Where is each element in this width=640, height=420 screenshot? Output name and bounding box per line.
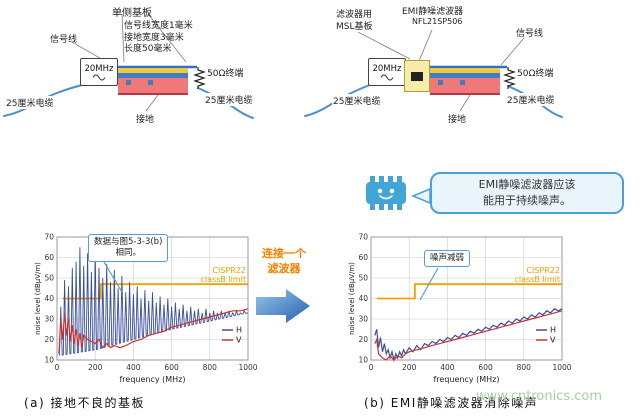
svg-text:800: 800: [517, 363, 532, 372]
sine-wave-icon: [92, 74, 106, 80]
svg-text:40: 40: [44, 294, 54, 303]
annotation-chart-b: 噪声减弱: [424, 250, 471, 268]
svg-text:20: 20: [358, 335, 368, 344]
watermark: www.cntronics.com: [476, 389, 603, 404]
oscillator-b: 20MHz: [368, 58, 406, 86]
callout-tail: [411, 187, 431, 205]
svg-text:CISPR22: CISPR22: [526, 266, 560, 275]
svg-text:60: 60: [44, 253, 54, 262]
pcb-a-layer-red: [118, 78, 188, 95]
svg-text:600: 600: [478, 363, 493, 372]
caption-b: (b) EMI静噪滤波器消除噪声: [364, 396, 539, 410]
cable-left-label-b: 25厘米电缆: [332, 94, 382, 107]
filter-chip-mascot: [364, 174, 408, 216]
chart-b: 0 200 400 600 800 1000 10 20 30 40 50 60 70CISPR22cl…: [348, 233, 572, 385]
svg-text:50: 50: [44, 274, 54, 283]
svg-text:H: H: [550, 326, 556, 335]
filter-msl-board: [404, 60, 430, 92]
svg-text:600: 600: [164, 363, 179, 372]
spec-line: 长度50毫米: [124, 44, 172, 55]
callout-text-line2: 能用于持续噪声。: [483, 194, 571, 207]
termination-label-b: 50Ω终端: [517, 69, 554, 79]
oscillator-a: 20MHz: [80, 58, 118, 86]
board-specs-a: 信号线宽度1毫米 接地宽度3毫米 长度50毫米: [124, 21, 193, 56]
via-icon: [460, 80, 465, 85]
annotation-b-line1: 噪声减弱: [430, 253, 465, 263]
pcb-b: [430, 68, 500, 95]
annotation-a-line2: 相同。: [115, 248, 141, 259]
svg-text:noise level (dBμV/m): noise level (dBμV/m): [34, 262, 42, 335]
svg-text:50: 50: [358, 274, 368, 283]
oscillator-a-label: 20MHz: [84, 63, 114, 74]
via-icon: [438, 80, 443, 85]
svg-text:classB limit: classB limit: [201, 275, 247, 284]
pcb-b-layer-yellow: [430, 68, 500, 73]
pcb-b-layer-blue: [430, 73, 500, 78]
svg-text:400: 400: [126, 363, 141, 372]
transition-line2: 滤波器: [267, 262, 301, 276]
svg-text:V: V: [236, 336, 242, 345]
annotation-a-line1: 数据与图5-3-3(b): [94, 237, 163, 247]
svg-text:60: 60: [358, 253, 368, 262]
emi-filter-chip: [411, 71, 423, 81]
svg-text:classB limit: classB limit: [515, 275, 561, 284]
transition-arrow-icon: [256, 289, 310, 323]
svg-text:70: 70: [358, 233, 368, 242]
via-icon: [126, 80, 131, 85]
svg-text:200: 200: [88, 363, 103, 372]
svg-text:1000: 1000: [552, 363, 571, 372]
sine-wave-icon: [380, 74, 394, 80]
svg-text:noise level (dBμV/m): noise level (dBμV/m): [348, 262, 356, 335]
board-type-label-a: 单侧基板: [112, 8, 152, 19]
callout-text-line1: EMI静噪滤波器应该: [478, 178, 576, 192]
svg-text:30: 30: [44, 315, 54, 324]
oscillator-b-label: 20MHz: [372, 63, 402, 74]
transition-label: 连接一个 滤波器: [254, 246, 314, 277]
resistor-b-icon: [503, 67, 516, 89]
svg-text:10: 10: [44, 356, 54, 365]
svg-text:0: 0: [55, 363, 60, 372]
cable-right-label-b: 25厘米电缆: [506, 93, 556, 106]
svg-text:10: 10: [358, 356, 368, 365]
svg-text:200: 200: [402, 363, 417, 372]
cable-right-label-a: 25厘米电缆: [204, 93, 254, 106]
chip-icon: [366, 176, 406, 210]
svg-text:V: V: [550, 336, 556, 345]
svg-text:1000: 1000: [238, 363, 257, 372]
termination-label-a: 50Ω终端: [207, 69, 244, 79]
resistor-a-icon: [193, 67, 206, 89]
svg-text:frequency (MHz): frequency (MHz): [119, 375, 185, 384]
svg-text:40: 40: [358, 294, 368, 303]
callout-bubble: EMI静噪滤波器应该 能用于持续噪声。: [430, 172, 624, 214]
svg-text:H: H: [236, 326, 242, 335]
via-icon: [148, 80, 153, 85]
svg-text:800: 800: [203, 363, 218, 372]
caption-a: (a) 接地不良的基板: [24, 396, 146, 410]
ground-label-a: 接地: [136, 115, 155, 125]
pcb-a: [118, 68, 188, 95]
pcb-a-layer-blue: [118, 73, 188, 78]
spec-line: 信号线宽度1毫米: [124, 21, 193, 31]
annotation-chart-a: 数据与图5-3-3(b) 相同。: [88, 234, 169, 263]
emi-filter-part-number: NFL21SP506: [412, 17, 463, 26]
pcb-b-layer-red: [430, 78, 500, 95]
emi-filter-label: EMI静噪滤波器: [402, 7, 464, 17]
svg-text:400: 400: [440, 363, 455, 372]
ground-label-b: 接地: [448, 115, 467, 125]
msl-label-line: MSL基板: [336, 21, 373, 32]
svg-text:30: 30: [358, 315, 368, 324]
svg-text:0: 0: [369, 363, 374, 372]
svg-text:20: 20: [44, 335, 54, 344]
svg-text:frequency (MHz): frequency (MHz): [433, 375, 499, 384]
signal-line-label-a: 信号线: [50, 35, 78, 45]
signal-line-label-b: 信号线: [516, 29, 544, 39]
svg-text:70: 70: [44, 233, 54, 242]
svg-text:CISPR22: CISPR22: [212, 266, 246, 275]
cable-left-label-a: 25厘米电缆: [5, 96, 55, 109]
msl-label-line: 滤波器用: [336, 10, 373, 20]
transition-line1: 连接一个: [262, 247, 306, 260]
pcb-a-layer-yellow: [118, 68, 188, 73]
spec-line: 接地宽度3毫米: [124, 32, 184, 43]
msl-board-label: 滤波器用 MSL基板: [336, 10, 373, 33]
